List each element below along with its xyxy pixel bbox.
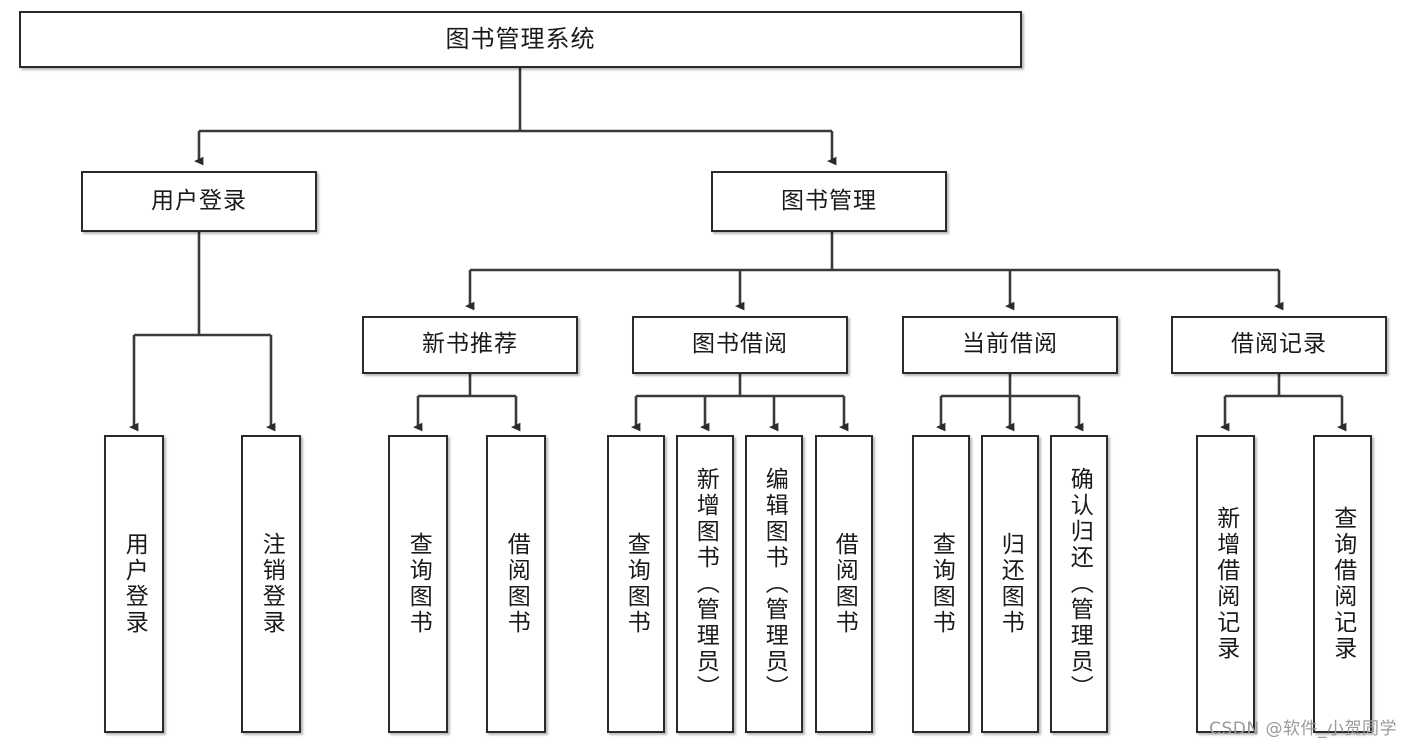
leaf-current-borrow-return-book[interactable]: 归还图书 bbox=[981, 435, 1039, 733]
node-label: 用户登录 bbox=[121, 532, 148, 636]
leaf-book-borrow-edit-book-admin[interactable]: 编辑图书（管理员） bbox=[745, 435, 803, 733]
watermark-text: CSDN @软件_小贺同学 bbox=[1209, 719, 1397, 739]
node-label: 图书借阅 bbox=[692, 331, 788, 358]
node-label: 新书推荐 bbox=[422, 331, 518, 358]
node-label: 注销登录 bbox=[258, 532, 285, 636]
node-label: 借阅图书 bbox=[503, 532, 530, 636]
node-label: 查询图书 bbox=[928, 532, 955, 636]
node-label: 图书管理系统 bbox=[445, 25, 596, 54]
node-borrow-record[interactable]: 借阅记录 bbox=[1171, 316, 1387, 374]
node-current-borrow[interactable]: 当前借阅 bbox=[902, 316, 1118, 374]
node-root-book-management-system[interactable]: 图书管理系统 bbox=[19, 11, 1022, 68]
node-label: 查询图书 bbox=[405, 532, 432, 636]
leaf-book-borrow-borrow-book[interactable]: 借阅图书 bbox=[815, 435, 873, 733]
leaf-current-borrow-confirm-return-admin[interactable]: 确认归还（管理员） bbox=[1050, 435, 1108, 733]
node-label: 借阅图书 bbox=[831, 532, 858, 636]
leaf-new-book-borrow-book[interactable]: 借阅图书 bbox=[486, 435, 546, 733]
node-label: 新增借阅记录 bbox=[1212, 506, 1239, 662]
leaf-borrow-record-add-record[interactable]: 新增借阅记录 bbox=[1196, 435, 1255, 733]
node-user-login[interactable]: 用户登录 bbox=[81, 171, 317, 232]
leaf-current-borrow-query-book[interactable]: 查询图书 bbox=[912, 435, 970, 733]
node-label: 编辑图书（管理员） bbox=[761, 467, 788, 701]
leaf-user-login-login[interactable]: 用户登录 bbox=[104, 435, 164, 733]
node-label: 新增图书（管理员） bbox=[692, 467, 719, 701]
node-label: 借阅记录 bbox=[1231, 331, 1327, 358]
leaf-book-borrow-query-book[interactable]: 查询图书 bbox=[607, 435, 665, 733]
leaf-borrow-record-query-record[interactable]: 查询借阅记录 bbox=[1313, 435, 1372, 733]
node-label: 查询图书 bbox=[623, 532, 650, 636]
node-label: 查询借阅记录 bbox=[1329, 506, 1356, 662]
leaf-new-book-query-book[interactable]: 查询图书 bbox=[388, 435, 448, 733]
leaf-book-borrow-add-book-admin[interactable]: 新增图书（管理员） bbox=[676, 435, 734, 733]
node-label: 当前借阅 bbox=[962, 331, 1058, 358]
node-label: 图书管理 bbox=[781, 187, 877, 214]
node-book-borrow[interactable]: 图书借阅 bbox=[632, 316, 848, 374]
node-label: 确认归还（管理员） bbox=[1066, 467, 1093, 701]
node-label: 归还图书 bbox=[997, 532, 1024, 636]
node-book-management[interactable]: 图书管理 bbox=[711, 171, 947, 232]
node-new-book-recommend[interactable]: 新书推荐 bbox=[362, 316, 578, 374]
leaf-user-login-logout[interactable]: 注销登录 bbox=[241, 435, 301, 733]
node-label: 用户登录 bbox=[151, 187, 247, 214]
